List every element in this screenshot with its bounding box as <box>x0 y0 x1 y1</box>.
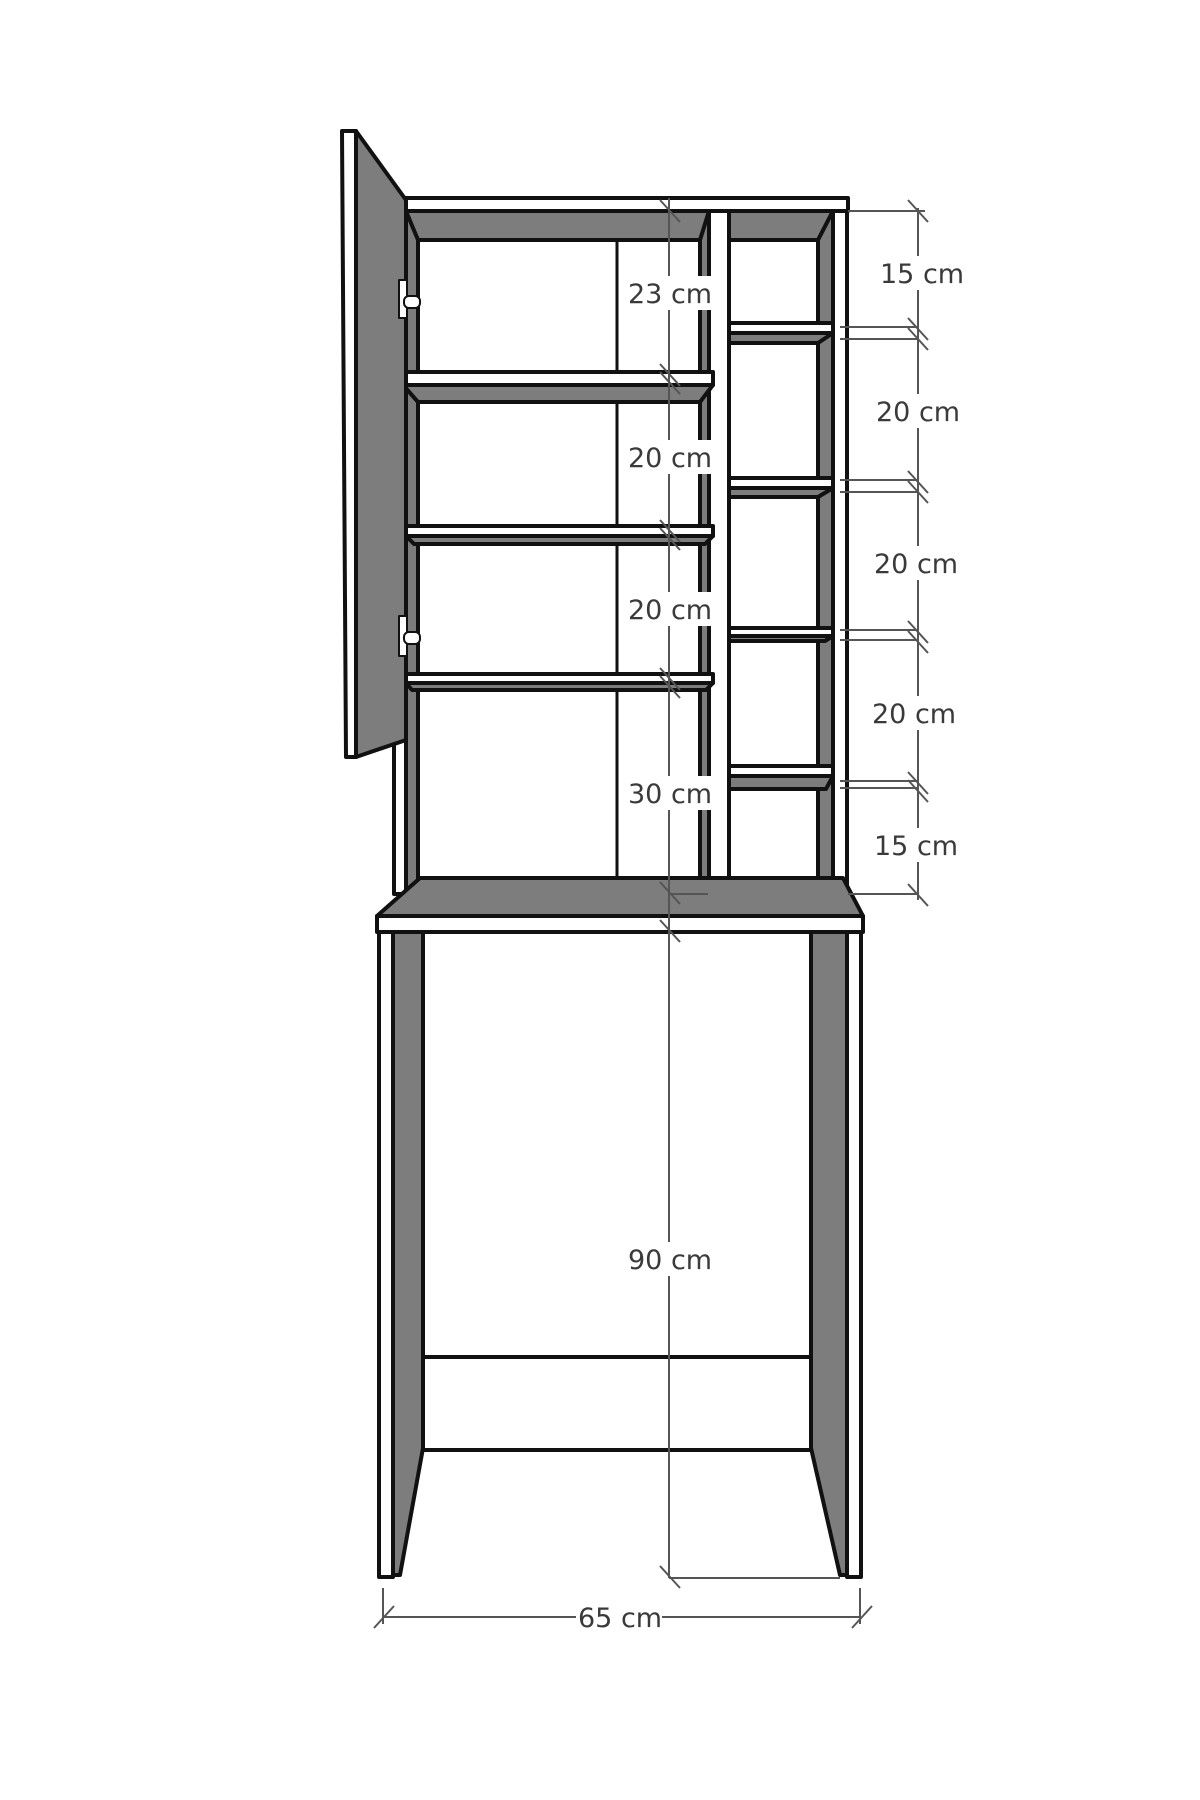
dim-label-r15b: 15 cm <box>874 831 958 862</box>
right-shelf-4-under <box>727 774 835 791</box>
dimension-labels: 23 cm 20 cm 20 cm 30 cm 90 cm 15 cm 20 c… <box>576 256 966 1634</box>
dim-label-20b: 20 cm <box>628 595 712 626</box>
dim-label-width: 65 cm <box>578 1603 662 1634</box>
door-edge <box>340 129 358 759</box>
left-leg-edge <box>377 930 395 1579</box>
left-shelf-1-under <box>401 383 715 404</box>
right-shelf-3-under <box>727 634 835 643</box>
left-shelf-2-under <box>404 534 715 546</box>
cabinet-top-board <box>396 196 850 213</box>
cabinet-top-inner <box>402 209 714 242</box>
dim-label-90: 90 cm <box>628 1245 712 1276</box>
right-side-inner <box>816 209 835 896</box>
dim-label-r20a: 20 cm <box>876 397 960 428</box>
left-leg-inner <box>391 930 425 1577</box>
right-shelf-2-under <box>727 486 835 499</box>
hinge-top-icon <box>398 279 421 319</box>
right-shelf-1-under <box>727 331 835 345</box>
dim-label-r20c: 20 cm <box>872 699 956 730</box>
right-leg-inner <box>809 930 849 1577</box>
open-door <box>340 129 421 759</box>
right-side-panel <box>831 209 849 896</box>
dim-label-30: 30 cm <box>628 779 712 810</box>
dim-label-r20b: 20 cm <box>874 549 958 580</box>
dim-label-23: 23 cm <box>628 279 712 310</box>
right-shelves <box>727 321 835 791</box>
counter-top <box>375 876 865 918</box>
dim-label-r15a: 15 cm <box>880 259 964 290</box>
counter-front-edge <box>375 914 865 934</box>
cabinet-top-inner-right <box>727 209 835 242</box>
left-shelf-3-under <box>404 681 715 692</box>
upper-cabinet <box>340 129 850 896</box>
right-leg-edge <box>845 930 863 1579</box>
base-unit <box>375 876 865 1579</box>
dim-label-20a: 20 cm <box>628 443 712 474</box>
left-shelves <box>401 370 715 692</box>
door-inner-face <box>354 129 408 759</box>
hinge-bottom-icon <box>398 615 421 657</box>
